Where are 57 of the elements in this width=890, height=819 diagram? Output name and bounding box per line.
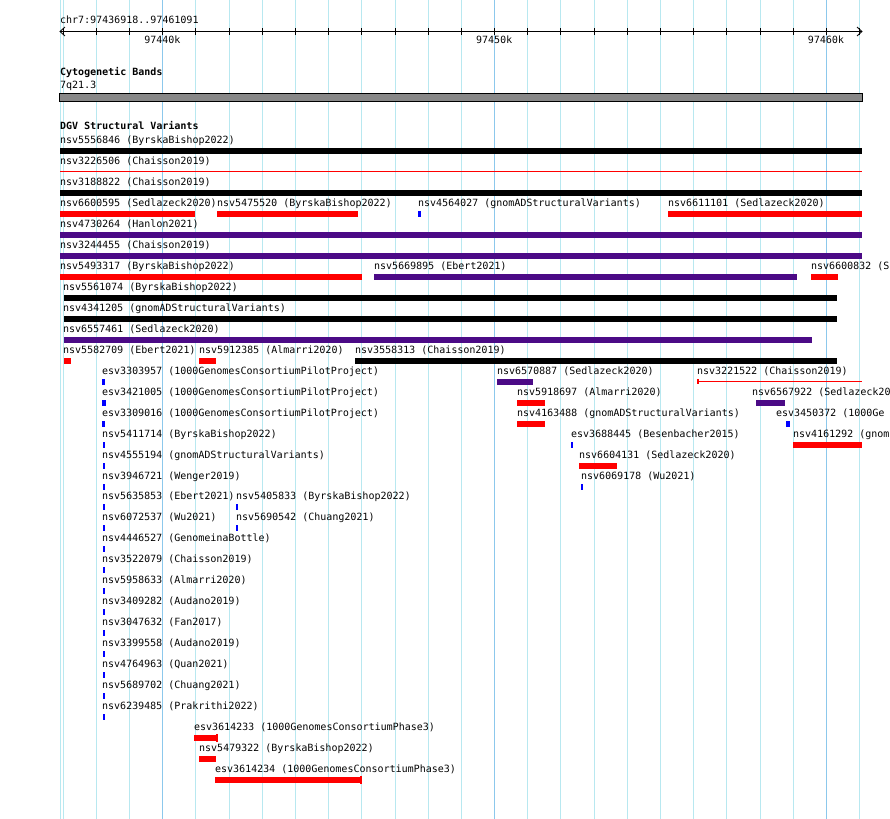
variant-label: nsv4555194 (gnomADStructuralVariants): [102, 450, 325, 462]
variant-label: nsv3047632 (Fan2017): [102, 617, 222, 630]
variant-label: nsv3226506 (Chaisson2019): [60, 156, 211, 168]
variant-label: esv3614234 (1000GenomesConsortiumPhase3): [215, 764, 456, 776]
variant-label: nsv3244455 (Chaisson2019): [60, 240, 211, 252]
variant-label: nsv6611101 (Sedlazeck2020): [668, 198, 825, 210]
variant-label: esv3421005 (1000GenomesConsortiumPilotProject): [102, 386, 379, 399]
track-title: DGV Structural Variants: [60, 121, 198, 133]
variant-label: nsv6567922 (Sedlazeck20: [752, 386, 890, 399]
variant-label: nsv3221522 (Chaisson2019): [697, 366, 848, 378]
variant-label: esv3309016 (1000GenomesConsortiumPilotProject): [102, 408, 379, 420]
variant-label: nsv4764963 (Quan2021): [102, 659, 228, 672]
variant-label: nsv6600832 (S: [811, 260, 890, 273]
variant-label: esv3450372 (1000Ge: [776, 408, 884, 420]
variant-label: nsv3946721 (Wenger2019): [102, 470, 240, 483]
variant-label: nsv5635853 (Ebert2021): [102, 491, 234, 504]
variant-label: nsv5582709 (Ebert2021): [63, 344, 196, 357]
variant-label: nsv5958633 (Almarri2020): [102, 575, 246, 588]
track-title: Cytogenetic Bands: [60, 67, 162, 79]
tick-label: 97440k: [144, 35, 180, 47]
tick-label: 97460k: [808, 35, 844, 47]
variant-label: nsv4564027 (gnomADStructuralVariants): [418, 198, 641, 210]
variant-label: nsv5912385 (Almarri2020): [199, 344, 344, 357]
variant-label: nsv3409282 (Audano2019): [102, 596, 240, 608]
variant-label: nsv3558313 (Chaisson2019): [355, 344, 506, 357]
variant-label: nsv4341205 (gnomADStructuralVariants): [63, 302, 286, 315]
variant-label: nsv3399558 (Audano2019): [102, 638, 240, 650]
variant-label: nsv6069178 (Wu2021): [581, 470, 696, 483]
variant-label: nsv3188822 (Chaisson2019): [60, 176, 211, 189]
variant-label: nsv6557461 (Sedlazeck2020): [63, 324, 220, 336]
variant-label: esv3614233 (1000GenomesConsortiumPhase3): [194, 722, 435, 734]
variant-label: nsv6600595 (Sedlazeck2020): [60, 198, 217, 210]
variant-label: nsv5411714 (ByrskaBishop2022): [102, 428, 277, 441]
variant-label: nsv5493317 (ByrskaBishop2022): [60, 260, 235, 273]
variant-label: nsv6570887 (Sedlazeck2020): [497, 366, 654, 378]
tick-label: 97450k: [476, 35, 512, 47]
variant-label: nsv5689702 (Chuang2021): [102, 680, 240, 692]
variant-label: esv3303957 (1000GenomesConsortiumPilotProject): [102, 366, 379, 378]
variant-label: nsv5690542 (Chuang2021): [236, 512, 374, 524]
variant-label: nsv4163488 (gnomADStructuralVariants): [517, 408, 740, 420]
variant-label: nsv5669895 (Ebert2021): [374, 260, 506, 273]
variant-label: nsv5405833 (ByrskaBishop2022): [236, 491, 411, 504]
variant-label: nsv5918697 (Almarri2020): [517, 386, 662, 399]
variant-label: nsv6072537 (Wu2021): [102, 512, 216, 524]
variant-label: nsv6604131 (Sedlazeck2020): [579, 450, 736, 462]
variant-label: nsv6239485 (Prakrithi2022): [102, 701, 259, 714]
variant-label: nsv5479322 (ByrskaBishop2022): [199, 743, 374, 756]
variant-label: nsv4730264 (Hanlon2021): [60, 218, 198, 231]
variant-label: nsv5561074 (ByrskaBishop2022): [63, 282, 238, 294]
variant-label: nsv3522079 (Chaisson2019): [102, 554, 253, 566]
variant-label: nsv5556846 (ByrskaBishop2022): [60, 135, 235, 147]
variant-label: nsv4161292 (gnom: [793, 428, 890, 441]
location-label: chr7:97436918..97461091: [60, 15, 198, 27]
variant-label: esv3688445 (Besenbacher2015): [571, 428, 740, 441]
variant-label: nsv4446527 (GenomeinaBottle): [102, 533, 271, 546]
band-label: 7q21.3: [60, 80, 96, 92]
variant-label: nsv5475520 (ByrskaBishop2022): [217, 198, 392, 210]
